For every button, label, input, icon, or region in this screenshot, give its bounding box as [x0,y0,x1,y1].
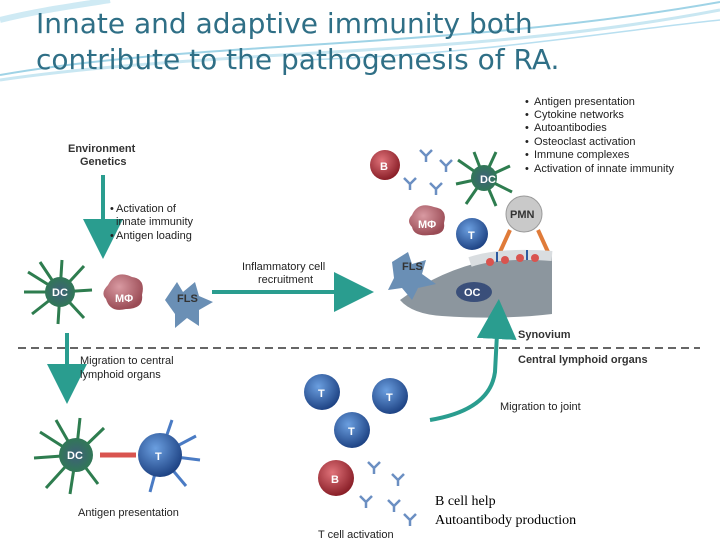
dc-cell-left: DC [24,259,93,325]
effects-bullet: • [525,136,529,148]
migration-joint-label: Migration to joint [500,401,581,413]
osteoclast-cell: OC [456,282,492,302]
genetics-label: Genetics [80,156,126,168]
t-label: T [318,388,325,400]
effects-item: Antigen presentation [534,96,635,108]
effects-bullet: • [525,149,529,161]
effects-item: Autoantibodies [534,122,607,134]
b-cell-top: B [370,150,400,180]
effects-list: • Antigen presentation • Cytokine networ… [525,96,675,175]
macrophage-synovium: MΦ [409,205,445,236]
pmn-label: PMN [510,209,535,221]
slide-title: Innate and adaptive immunity both contri… [36,7,560,76]
t-cell-synovium: T [456,218,488,250]
dc-label: DC [52,287,68,299]
oc-label: OC [464,287,481,299]
arrow-migration-joint [429,299,517,422]
antigen-loading-label: Antigen loading [116,230,192,242]
t-cell-bottom: T [138,419,201,493]
dc-cell-bottom: DC [33,417,106,495]
dc-label: DC [480,174,496,186]
bullet: • [110,230,114,242]
inflammatory-label: Inflammatory cell [242,261,325,273]
migration-central-label: Migration to central [80,355,174,367]
t-label: T [468,230,475,242]
t-label: T [348,426,355,438]
dc-cell-synovium: DC [455,151,513,207]
effects-item: Osteoclast activation [534,136,636,148]
b-label: B [331,474,339,486]
fls-cell-synovium: FLS [388,252,436,300]
antibodies-top [403,149,453,195]
caption-autoantibody: Autoantibody production [435,513,577,528]
innate-activation-line: Activation of [116,203,177,215]
inflammatory-label: recruitment [258,274,313,286]
central-lymphoid-label: Central lymphoid organs [518,354,648,366]
environment-label: Environment [68,143,136,155]
fls-label: FLS [177,293,198,305]
effects-bullet: • [525,163,529,175]
antigen-presentation-label: Antigen presentation [78,507,179,519]
effects-item: Activation of innate immunity [534,163,675,175]
mphi-label: MΦ [418,219,436,231]
effects-bullet: • [525,96,529,108]
t-cell-activation-label: T cell activation [318,529,394,540]
migration-central-label: lymphoid organs [80,369,161,381]
dc-label: DC [67,450,83,462]
title-swoosh-decoration [0,0,720,82]
innate-activation-line: innate immunity [116,216,194,228]
bullet: • [110,203,114,215]
caption-b-cell-help: B cell help [435,494,496,509]
mphi-label: MΦ [115,293,133,305]
effects-bullet: • [525,122,529,134]
b-label: B [380,161,388,173]
t-cell-cluster: T T T [304,374,408,448]
t-label: T [155,451,162,463]
b-cell-bottom: B [318,460,354,496]
effects-item: Immune complexes [534,149,630,161]
fls-label: FLS [402,261,423,273]
synovium-label: Synovium [518,329,571,341]
pmn-cell: PMN [498,195,550,253]
t-label: T [386,392,393,404]
antibodies-bottom [359,461,417,526]
macrophage-cell: MΦ [103,274,143,310]
effects-bullet: • [525,109,529,121]
fls-cell-left: FLS [165,282,213,328]
effects-item: Cytokine networks [534,109,624,121]
